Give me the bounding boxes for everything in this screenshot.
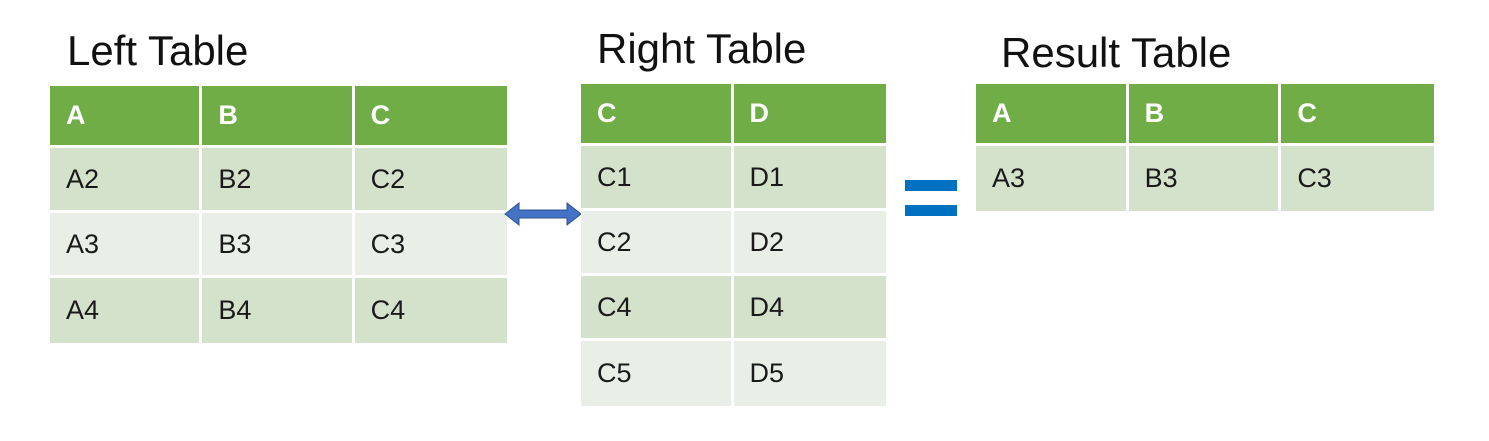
table-cell: C3 (354, 213, 507, 278)
column-header: A (976, 84, 1129, 146)
result-table: A B C A3 B3 C3 (976, 84, 1434, 211)
table-cell: C2 (581, 211, 734, 276)
table-cell: C3 (1281, 146, 1434, 211)
table-row: A3 B3 C3 (50, 213, 507, 278)
column-header: C (581, 84, 734, 146)
table-cell: B2 (202, 148, 355, 213)
right-table-title: Right Table (597, 25, 807, 72)
table-row: A2 B2 C2 (50, 148, 507, 213)
table-cell: B4 (202, 278, 355, 343)
equals-icon (905, 180, 957, 216)
table-row: C1 D1 (581, 146, 886, 211)
table-header-row: C D (581, 84, 886, 146)
table-header-row: A B C (50, 86, 507, 148)
table-cell: D4 (733, 276, 886, 341)
table-cell: D5 (733, 341, 886, 406)
table-row: A4 B4 C4 (50, 278, 507, 343)
right-table: C D C1 D1 C2 D2 C4 D4 C5 D5 (581, 84, 886, 406)
table-cell: B3 (1128, 146, 1282, 211)
table-cell: A2 (50, 148, 203, 213)
result-table-title: Result Table (1001, 29, 1232, 76)
table-header-row: A B C (976, 84, 1434, 146)
table-cell: D1 (733, 146, 886, 211)
table-row: C4 D4 (581, 276, 886, 341)
table-row: A3 B3 C3 (976, 146, 1434, 211)
table-cell: C4 (354, 278, 507, 343)
column-header: C (354, 86, 507, 148)
column-header: B (202, 86, 355, 148)
table-cell: C4 (581, 276, 734, 341)
table-cell: B3 (202, 213, 355, 278)
table-row: C5 D5 (581, 341, 886, 406)
column-header: C (1281, 84, 1434, 146)
column-header: A (50, 86, 203, 148)
table-cell: C2 (354, 148, 507, 213)
table-cell: C1 (581, 146, 734, 211)
table-cell: A3 (50, 213, 203, 278)
table-row: C2 D2 (581, 211, 886, 276)
double-arrow-icon (504, 201, 582, 227)
column-header: D (733, 84, 886, 146)
table-cell: C5 (581, 341, 734, 406)
table-cell: A4 (50, 278, 203, 343)
column-header: B (1128, 84, 1282, 146)
table-cell: D2 (733, 211, 886, 276)
table-cell: A3 (976, 146, 1129, 211)
left-table-title: Left Table (67, 27, 249, 74)
left-table: A B C A2 B2 C2 A3 B3 C3 A4 B4 C4 (50, 86, 507, 343)
